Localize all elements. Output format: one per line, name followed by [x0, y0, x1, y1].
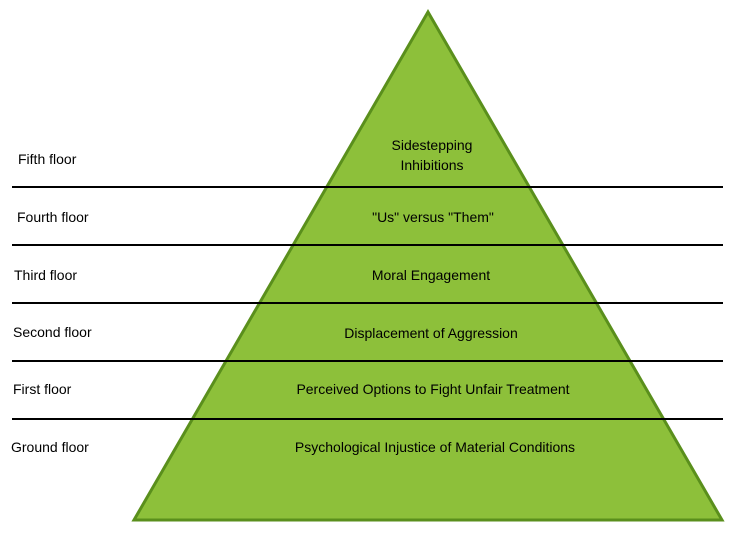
level-text-first: Perceived Options to Fight Unfair Treatm… [296, 381, 569, 397]
level-text-fifth-line-2: Inhibitions [400, 157, 463, 173]
level-text-fifth-line-1: Sidestepping [392, 137, 473, 153]
pyramid [131, 9, 725, 522]
level-text-fourth: "Us" versus "Them" [372, 209, 494, 225]
floor-label-first: First floor [13, 381, 72, 397]
floor-label-ground: Ground floor [11, 439, 89, 455]
floor-label-fifth: Fifth floor [18, 151, 77, 167]
floor-label-fourth: Fourth floor [17, 209, 89, 225]
level-text-ground: Psychological Injustice of Material Cond… [295, 439, 575, 455]
level-text-third: Moral Engagement [372, 267, 490, 283]
level-text-second: Displacement of Aggression [344, 325, 518, 341]
floor-label-third: Third floor [14, 267, 77, 283]
floor-label-second: Second floor [13, 324, 92, 340]
